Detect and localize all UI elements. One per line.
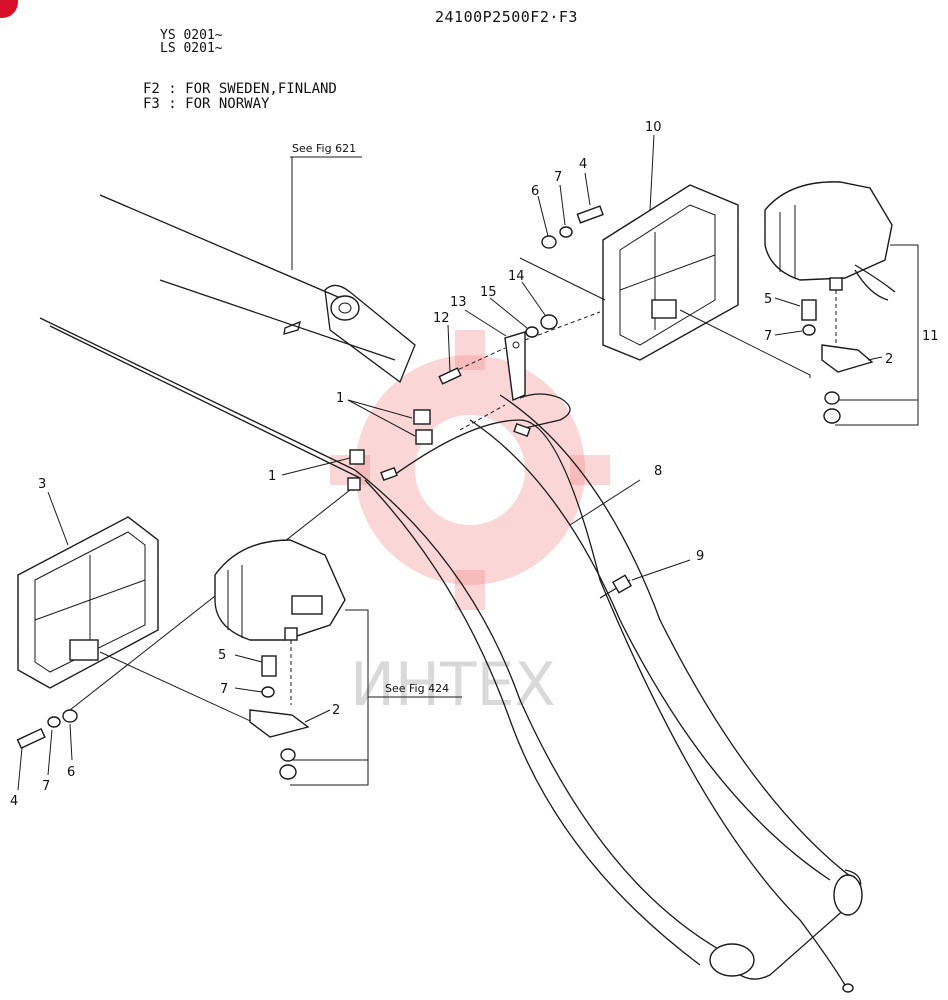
serial-range-ys: YS 0201~ bbox=[160, 28, 223, 43]
washer-6-left bbox=[62, 709, 78, 723]
callout-7c: 7 bbox=[220, 682, 228, 697]
work-lamp-left bbox=[214, 539, 346, 705]
bolt-4-left bbox=[16, 727, 46, 749]
callout-7b: 7 bbox=[764, 329, 772, 344]
callout-4a: 4 bbox=[579, 157, 587, 172]
callout-4b: 4 bbox=[10, 794, 18, 809]
grommet-1d bbox=[347, 477, 361, 491]
callout-13: 13 bbox=[450, 295, 467, 310]
lamp-guard-left bbox=[17, 516, 159, 689]
grommet-1b bbox=[415, 429, 433, 445]
guard-bolt-leader bbox=[519, 257, 606, 301]
callout-14: 14 bbox=[508, 269, 525, 284]
bolt-5-right bbox=[801, 299, 817, 321]
work-lamp-right bbox=[764, 181, 896, 355]
watermark-text: ИНТЕХ bbox=[350, 650, 556, 720]
nut-14 bbox=[540, 314, 558, 330]
callout-12: 12 bbox=[433, 311, 450, 326]
washer-7-right-lamp bbox=[802, 324, 816, 336]
callout-3: 3 bbox=[38, 477, 46, 492]
mount-plate-2-right bbox=[821, 344, 874, 373]
variant-note-f3: F3 : FOR NORWAY bbox=[143, 96, 270, 112]
callout-6a: 6 bbox=[531, 184, 539, 199]
bolt-4-right bbox=[576, 205, 604, 224]
see-fig-424: See Fig 424 bbox=[385, 682, 449, 695]
document-code: 24100P2500F2·F3 bbox=[435, 8, 578, 26]
callout-6b: 6 bbox=[67, 765, 75, 780]
callout-2a: 2 bbox=[885, 352, 893, 367]
washer-6-right bbox=[541, 235, 557, 249]
callout-leaders bbox=[17, 134, 883, 791]
nut-left-lamp bbox=[279, 764, 297, 780]
callout-5b: 5 bbox=[218, 648, 226, 663]
callout-11: 11 bbox=[922, 329, 939, 344]
serial-range-ls: LS 0201~ bbox=[160, 41, 223, 56]
mount-plate-2-left bbox=[249, 709, 310, 738]
callout-10: 10 bbox=[645, 120, 662, 135]
callout-5a: 5 bbox=[764, 292, 772, 307]
cable-tie bbox=[599, 574, 633, 599]
see-fig-621: See Fig 621 bbox=[292, 142, 356, 155]
washer-15 bbox=[525, 326, 539, 338]
boom-upper-arm bbox=[39, 194, 416, 479]
washer-7-left bbox=[47, 716, 61, 728]
callout-2b: 2 bbox=[332, 703, 340, 718]
watermark-logo bbox=[330, 330, 610, 610]
callout-1b: 1 bbox=[268, 469, 276, 484]
callout-7d: 7 bbox=[42, 779, 50, 794]
variant-note-f2: F2 : FOR SWEDEN,FINLAND bbox=[143, 81, 337, 97]
nut-right-lamp bbox=[823, 408, 841, 424]
washer-7-right bbox=[559, 226, 573, 238]
grommet-1a bbox=[413, 409, 431, 425]
bolt-5-left bbox=[261, 655, 277, 677]
corner-marker bbox=[0, 0, 18, 18]
bolt-12 bbox=[438, 367, 462, 385]
lamp-guard-right bbox=[602, 184, 739, 361]
callout-8: 8 bbox=[654, 464, 662, 479]
callout-15: 15 bbox=[480, 285, 497, 300]
lamp-bracket-right-leader bbox=[835, 244, 919, 426]
wire-harness bbox=[380, 393, 854, 993]
callout-7a: 7 bbox=[554, 170, 562, 185]
callout-9: 9 bbox=[696, 549, 704, 564]
washer-left-lamp bbox=[280, 748, 296, 762]
lamp-bracket bbox=[439, 311, 601, 431]
washer-right-lamp bbox=[824, 391, 840, 405]
grommet-1c bbox=[349, 449, 365, 465]
boom-main-arm bbox=[354, 394, 863, 980]
callout-1a: 1 bbox=[336, 391, 344, 406]
washer-7-left-lamp bbox=[261, 686, 275, 698]
guard-leader-left bbox=[99, 651, 271, 731]
